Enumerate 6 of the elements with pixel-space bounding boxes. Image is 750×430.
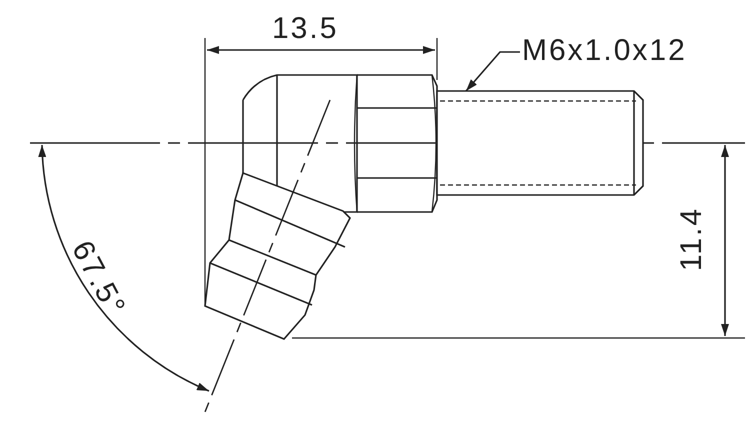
leader-line	[465, 51, 520, 92]
dimension-value: 13.5	[272, 12, 338, 46]
threaded-stud-drawing	[436, 90, 644, 196]
dimension-value: 11.4	[675, 206, 710, 272]
dimension-value: 67.5°	[64, 236, 132, 322]
thread-spec-label: M6x1.0x12	[522, 34, 687, 68]
